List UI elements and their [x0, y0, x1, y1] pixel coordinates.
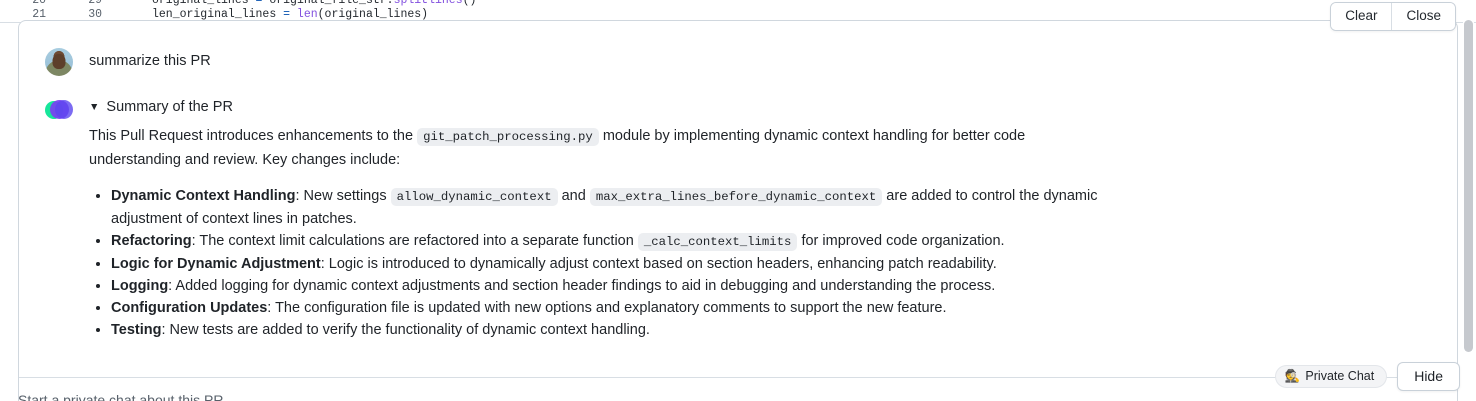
ai-assistant-logo-icon	[45, 100, 73, 120]
code-line-new-number: 30	[88, 8, 102, 21]
close-button[interactable]: Close	[1391, 3, 1455, 30]
bullet-text-mid: and	[561, 188, 586, 204]
scrollbar-thumb[interactable]	[1464, 20, 1473, 352]
code-token: len_original_lines	[152, 8, 284, 21]
bullet-term: Dynamic Context Handling	[111, 188, 296, 204]
bullet-text-after: for improved code organization.	[801, 233, 1005, 249]
private-chat-hint: Start a private chat about this PR	[18, 392, 224, 401]
clear-button[interactable]: Clear	[1331, 3, 1392, 30]
assistant-avatar-column	[37, 96, 89, 120]
chevron-down-icon[interactable]: ▼	[89, 100, 100, 113]
code-token-operator: =	[283, 8, 291, 21]
inline-code-chip: max_extra_lines_before_dynamic_context	[589, 188, 883, 206]
bullet-text-before: : The configuration file is updated with…	[267, 300, 947, 316]
code-line-new-number: 29	[88, 0, 102, 7]
assistant-message-body: ▼ Summary of the PR This Pull Request in…	[89, 96, 1427, 357]
footer-divider	[19, 377, 1457, 378]
logo-circle-indigo	[55, 100, 73, 119]
user-avatar-column	[37, 47, 89, 76]
list-item: Refactoring: The context limit calculati…	[111, 230, 1099, 253]
list-item: Logic for Dynamic Adjustment: Logic is i…	[111, 253, 1099, 275]
private-chat-badge[interactable]: 🕵️ Private Chat	[1274, 365, 1388, 388]
chat-message-assistant: ▼ Summary of the PR This Pull Request in…	[37, 96, 1427, 357]
inline-code-chip: allow_dynamic_context	[390, 188, 558, 206]
code-line-old-number: 20	[32, 0, 46, 7]
panel-action-buttons: Clear Close	[1330, 2, 1456, 31]
user-message-text: summarize this PR	[89, 53, 211, 69]
bullet-term: Refactoring	[111, 233, 192, 249]
code-token: original_lines	[152, 0, 249, 7]
bullet-text-before: : Added logging for dynamic context adju…	[168, 278, 996, 294]
bullet-term: Configuration Updates	[111, 300, 268, 316]
bullet-text-before: : New settings	[295, 188, 387, 204]
list-item: Testing: New tests are added to verify t…	[111, 319, 1099, 341]
code-token-function: len	[290, 8, 318, 21]
chat-message-user: summarize this PR	[37, 47, 1427, 76]
footer-controls: 🕵️ Private Chat Hide	[1274, 362, 1460, 391]
private-chat-label: Private Chat	[1305, 369, 1375, 383]
bullet-term: Testing	[111, 322, 162, 338]
detective-icon: 🕵️	[1284, 368, 1301, 383]
bullet-text-before: : The context limit calculations are ref…	[191, 233, 634, 249]
code-token-operator: =	[255, 0, 263, 7]
list-item: Configuration Updates: The configuration…	[111, 297, 1099, 319]
hide-button[interactable]: Hide	[1397, 362, 1460, 391]
code-line-text: original_lines = original_file_str.split…	[102, 0, 476, 8]
chat-content: summarize this PR ▼	[19, 21, 1457, 357]
bullet-term: Logging	[111, 278, 169, 294]
intro-text-part1: This Pull Request introduces enhancement…	[89, 128, 414, 144]
user-avatar	[45, 48, 73, 76]
bullet-text-before: : Logic is introduced to dynamically adj…	[320, 256, 997, 272]
summary-disclosure-header[interactable]: ▼ Summary of the PR	[89, 96, 1427, 117]
inline-code-chip: _calc_context_limits	[637, 233, 798, 251]
code-token: original_file_str.	[269, 0, 394, 7]
pr-chat-panel: summarize this PR ▼	[18, 20, 1458, 401]
intro-text-part2: module by implementing dynamic context h…	[89, 128, 1026, 168]
inline-code-chip: git_patch_processing.py	[417, 128, 599, 146]
list-item: Dynamic Context Handling: New settings a…	[111, 185, 1099, 230]
chat-scroll-area[interactable]: summarize this PR ▼	[19, 21, 1457, 357]
bullet-text-before: : New tests are added to verify the func…	[161, 322, 650, 338]
summary-bullet-list: Dynamic Context Handling: New settings a…	[89, 185, 1099, 341]
summary-intro-paragraph: This Pull Request introduces enhancement…	[89, 125, 1089, 172]
bullet-term: Logic for Dynamic Adjustment	[111, 256, 321, 272]
summary-heading-label: Summary of the PR	[106, 99, 233, 115]
vertical-scrollbar[interactable]	[1463, 16, 1474, 368]
user-message-body: summarize this PR	[89, 47, 1427, 71]
code-token: (original_lines)	[317, 8, 429, 21]
code-token-function: splitlines	[393, 0, 463, 7]
code-line-old-number: 21	[32, 8, 46, 21]
code-line-text: len_original_lines = len(original_lines)	[102, 8, 428, 22]
code-token: ()	[462, 0, 477, 7]
bullet-text-after: are added to control the dynamic adjustm…	[111, 188, 1098, 227]
list-item: Logging: Added logging for dynamic conte…	[111, 275, 1099, 297]
